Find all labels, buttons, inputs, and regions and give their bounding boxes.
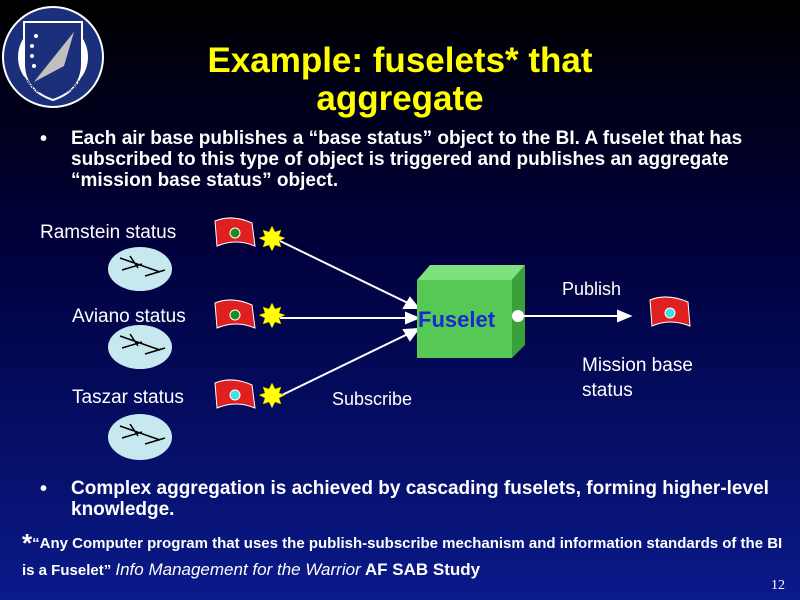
burst-icon <box>258 225 286 252</box>
output-label: Mission base status <box>582 355 693 401</box>
source-ramstein <box>108 217 286 291</box>
airbase-icon <box>108 325 172 369</box>
subscribe-arrows <box>279 240 421 397</box>
source-taszar <box>108 379 286 460</box>
publish-label: Publish <box>562 279 622 299</box>
footnote-source-org: AF SAB Study <box>364 560 481 579</box>
status-dot <box>229 227 241 239</box>
output-mission-status <box>649 296 691 327</box>
bullet-text-2: Complex aggregation is achieved by casca… <box>71 478 769 520</box>
bullet-symbol: • <box>40 478 48 500</box>
footnote-star: * <box>22 528 33 558</box>
slide-number: 12 <box>771 578 785 593</box>
footnote-source-title: Info Management for the Warrior <box>115 560 361 579</box>
publish-arrow <box>512 309 633 323</box>
status-dot <box>664 307 676 319</box>
source-aviano <box>108 299 286 369</box>
subscribe-label: Subscribe <box>332 389 413 409</box>
status-dot <box>229 309 241 321</box>
fuselet-label: Fuselet <box>418 307 496 332</box>
source-label-ramstein: Ramstein status <box>40 222 177 243</box>
source-label-aviano: Aviano status <box>72 306 186 327</box>
airbase-icon <box>108 247 172 291</box>
footnote-quote: “Any Computer program that uses the publ… <box>22 535 783 579</box>
afrl-logo-icon: AIR FORCE RESEARCH LABORATORY <box>2 2 104 108</box>
bullet-text-1: Each air base publishes a “base status” … <box>71 128 743 191</box>
burst-icon <box>258 302 286 329</box>
bullet-symbol: • <box>40 128 48 150</box>
airbase-icon <box>108 414 172 460</box>
page-title: Example: fuselets* that aggregate <box>207 41 593 118</box>
source-label-taszar: Taszar status <box>72 387 184 408</box>
footnote: *“Any Computer program that uses the pub… <box>22 530 792 584</box>
burst-icon <box>258 382 286 409</box>
status-dot <box>229 389 241 401</box>
